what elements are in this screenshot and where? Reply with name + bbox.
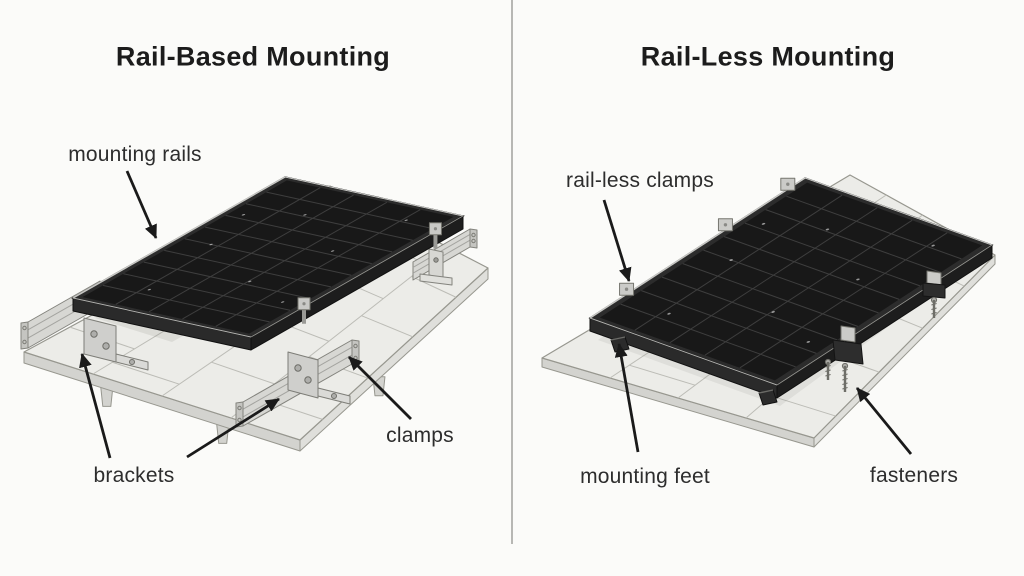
rail-based-illustration: [21, 170, 488, 459]
label-mounting-feet: mounting feet: [580, 465, 710, 488]
rail-less-clamp: [619, 282, 635, 296]
panel-clamp: [428, 222, 442, 249]
callout-arrows: [602, 199, 913, 455]
panel-divider: [511, 0, 513, 544]
rail-less-clamp: [717, 218, 733, 232]
rail-standoff: [419, 248, 453, 286]
mounting-foot: [758, 389, 778, 406]
right-title: Rail-Less Mounting: [640, 41, 896, 72]
label-fasteners: fasteners: [869, 464, 959, 487]
solar-panel: [73, 177, 463, 350]
label-mounting-rails: mounting rails: [68, 143, 202, 166]
label-rail-less-clamps: rail-less clamps: [566, 169, 714, 192]
label-brackets: brackets: [93, 464, 175, 487]
fastener-cluster: [824, 325, 864, 392]
rail-less-clamp: [780, 177, 796, 191]
bracket-front: [287, 351, 351, 405]
edge-clamp: [922, 270, 946, 318]
left-title: Rail-Based Mounting: [115, 41, 391, 72]
label-clamps: clamps: [386, 424, 454, 447]
bracket-left: [83, 317, 149, 371]
callout-arrows: [79, 170, 412, 459]
rail-less-illustration: [542, 175, 995, 454]
panel-clamp: [297, 297, 311, 324]
